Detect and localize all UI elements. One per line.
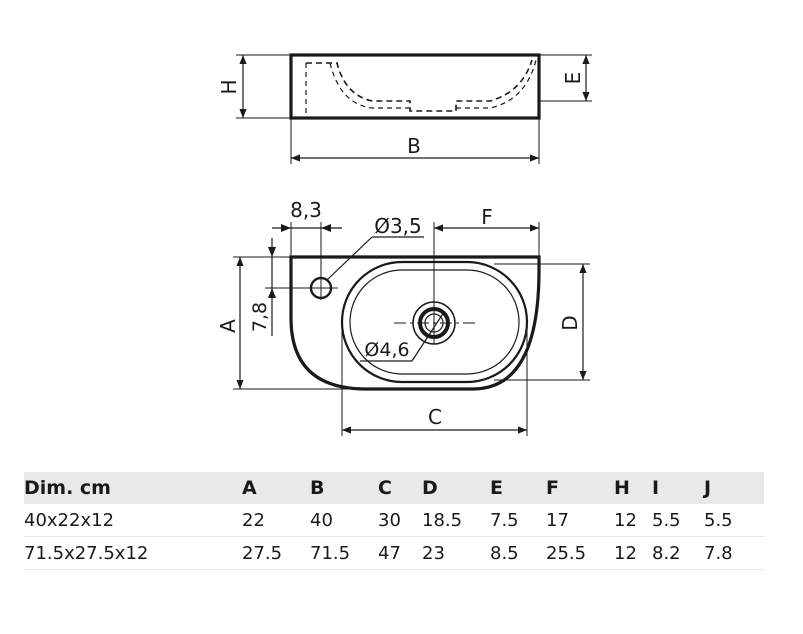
dim-83-arrow-left	[281, 224, 291, 232]
header-h: H	[614, 477, 630, 499]
table-row: 40x22x12 22 40 30 18.5 7.5 17 12 5.5 5.5	[24, 504, 764, 537]
cell-j: 5.5	[704, 509, 733, 531]
cell-b: 40	[310, 509, 333, 531]
label-drain: Ø4,6	[364, 339, 409, 361]
header-a: A	[242, 477, 257, 499]
header-dim: Dim. cm	[24, 477, 111, 499]
top-view	[233, 222, 590, 436]
header-c: C	[378, 477, 392, 499]
cell-b: 71.5	[310, 542, 351, 564]
cell-a: 27.5	[242, 542, 283, 564]
technical-drawing: H E B	[216, 53, 592, 436]
label-a: A	[216, 319, 240, 333]
header-f: F	[546, 477, 559, 499]
label-d: D	[558, 315, 582, 330]
label-c: C	[428, 405, 442, 429]
drain-leader	[411, 311, 445, 362]
dimensions-table: Dim. cm A B C D E F H I J 40x22x12 22 40…	[24, 472, 764, 570]
side-view-hidden-basin	[306, 59, 533, 112]
cell-h: 12	[614, 509, 637, 531]
cell-c: 47	[378, 542, 401, 564]
label-b: B	[407, 134, 421, 158]
label-h: H	[217, 79, 241, 94]
dim-83-arrow-right	[321, 224, 331, 232]
cell-f: 25.5	[546, 542, 587, 564]
row-size: 71.5x27.5x12	[24, 542, 149, 564]
cell-i: 8.2	[652, 542, 681, 564]
side-view-hidden-basin-inner	[305, 59, 537, 116]
label-i: 7,8	[249, 302, 271, 332]
label-offset: 8,3	[290, 198, 322, 222]
header-b: B	[310, 477, 325, 499]
cell-i: 5.5	[652, 509, 681, 531]
cell-d: 18.5	[422, 509, 463, 531]
cell-e: 8.5	[490, 542, 519, 564]
header-e: E	[490, 477, 503, 499]
cell-c: 30	[378, 509, 401, 531]
header-d: D	[422, 477, 438, 499]
cell-j: 7.8	[704, 542, 733, 564]
side-view-body	[289, 53, 541, 120]
top-view-outline	[289, 255, 541, 391]
table-header-row: Dim. cm A B C D E F H I J	[24, 472, 764, 504]
dim-78-arrow-bottom	[268, 288, 276, 298]
table-row: 71.5x27.5x12 27.5 71.5 47 23 8.5 25.5 12…	[24, 537, 764, 570]
cell-h: 12	[614, 542, 637, 564]
label-f: F	[481, 205, 493, 229]
label-tap-hole: Ø3,5	[374, 214, 422, 238]
header-j: J	[704, 477, 712, 499]
side-view	[236, 53, 592, 164]
dim-78-arrow-top	[268, 247, 276, 257]
row-size: 40x22x12	[24, 509, 115, 531]
header-i: I	[652, 477, 660, 499]
cell-f: 17	[546, 509, 569, 531]
cell-a: 22	[242, 509, 265, 531]
cell-d: 23	[422, 542, 445, 564]
cell-e: 7.5	[490, 509, 519, 531]
label-e: E	[561, 72, 585, 85]
tap-hole-leader	[326, 236, 373, 281]
